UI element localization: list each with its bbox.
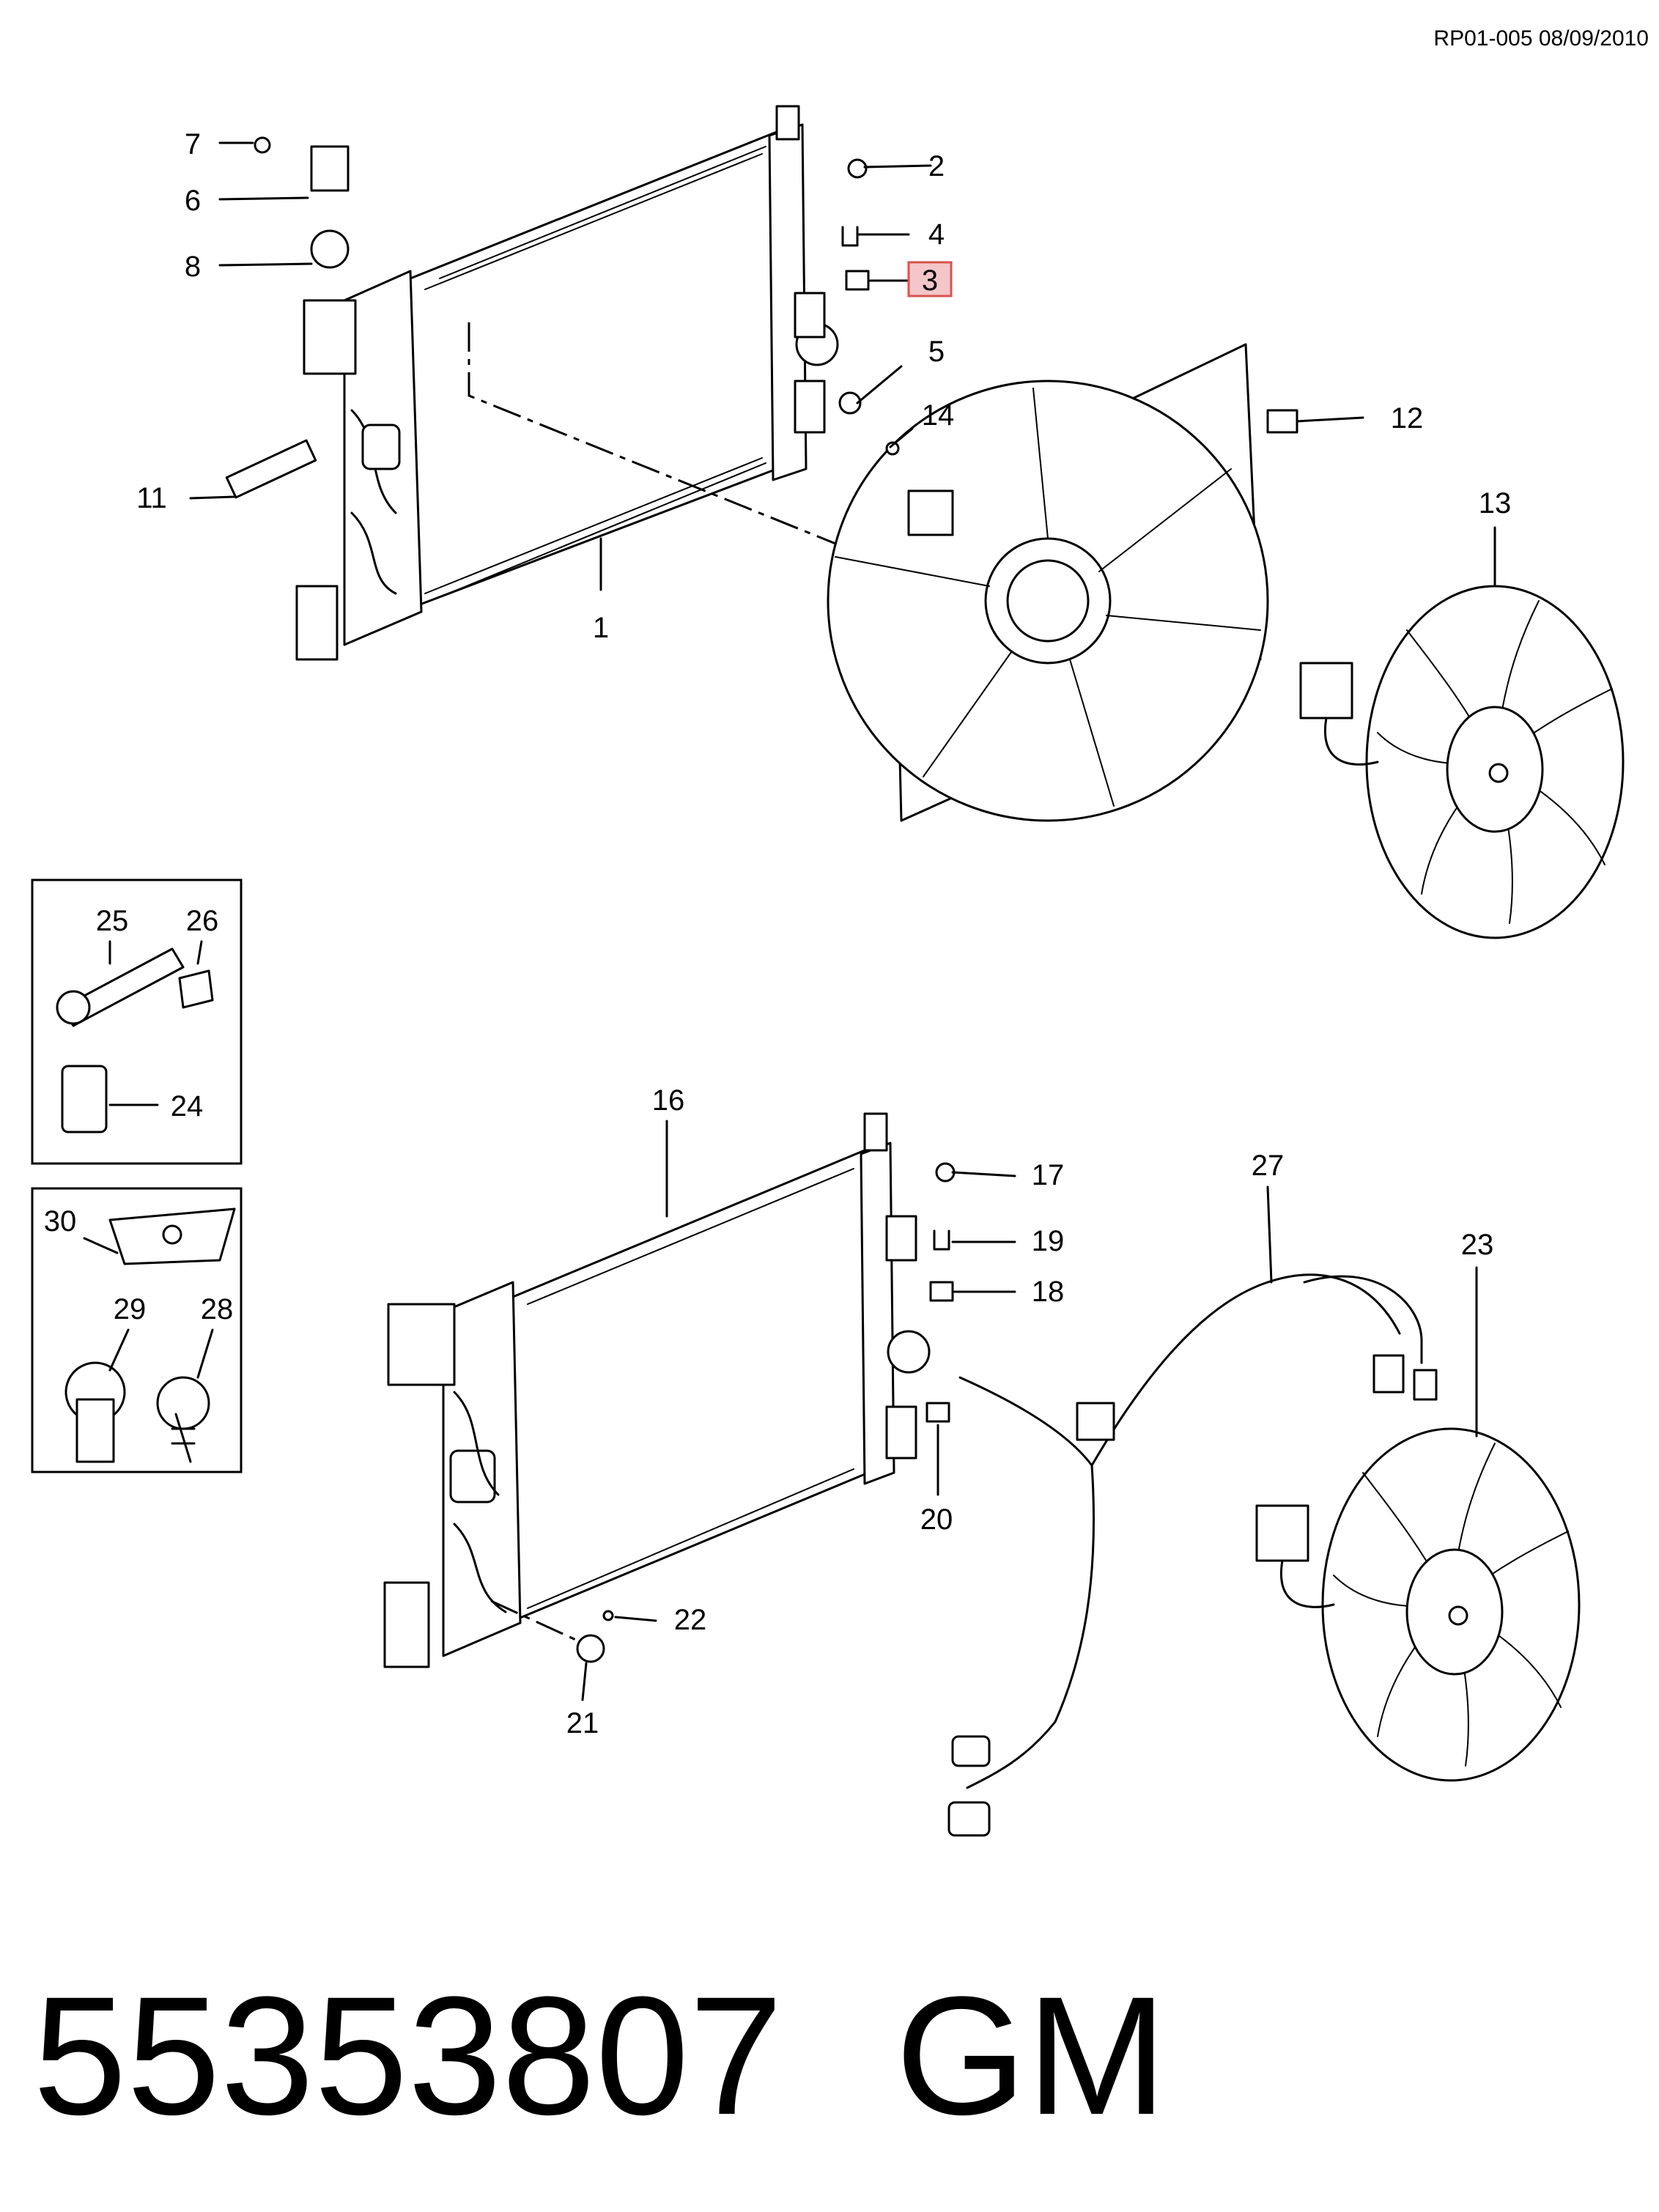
callout-1: 1 bbox=[593, 612, 609, 644]
sensor-20 bbox=[925, 1402, 950, 1423]
wiring-harness bbox=[947, 1273, 1438, 1837]
callout-26: 26 bbox=[186, 905, 219, 937]
clip-4 bbox=[841, 226, 859, 247]
bracket-11 bbox=[225, 439, 317, 499]
callout-24: 24 bbox=[171, 1090, 204, 1122]
callout-29: 29 bbox=[114, 1293, 147, 1325]
valve-18 bbox=[929, 1281, 954, 1302]
valve-3 bbox=[845, 270, 870, 291]
clip-19 bbox=[933, 1229, 950, 1251]
inset-box-fasteners-b: 30 29 28 bbox=[31, 1187, 243, 1473]
callout-18: 18 bbox=[1032, 1276, 1065, 1308]
nut-21 bbox=[576, 1634, 605, 1663]
inset-box-fasteners-a: 25 26 24 bbox=[31, 878, 243, 1165]
callout-17: 17 bbox=[1032, 1159, 1065, 1191]
clip-22 bbox=[602, 1610, 614, 1621]
bolt-7 bbox=[254, 136, 271, 154]
callout-14: 14 bbox=[922, 399, 955, 432]
callout-20: 20 bbox=[920, 1503, 953, 1536]
callout-23: 23 bbox=[1461, 1229, 1494, 1261]
callout-5: 5 bbox=[928, 336, 945, 368]
callout-16: 16 bbox=[652, 1084, 685, 1117]
callout-22: 22 bbox=[674, 1604, 707, 1636]
callout-4: 4 bbox=[928, 218, 945, 251]
callout-3: 3 bbox=[922, 265, 938, 297]
bracket-6 bbox=[310, 145, 350, 192]
callout-27: 27 bbox=[1252, 1150, 1285, 1182]
callout-7: 7 bbox=[185, 128, 201, 160]
callout-6: 6 bbox=[185, 185, 201, 217]
highlighted-callout-box bbox=[907, 261, 953, 297]
callout-25: 25 bbox=[96, 905, 129, 937]
callout-11: 11 bbox=[136, 482, 167, 514]
brand-name: GM bbox=[895, 1961, 1167, 2150]
radiator-top bbox=[225, 105, 870, 661]
insulator-8 bbox=[310, 229, 350, 269]
callout-2: 2 bbox=[928, 150, 945, 182]
radiator-bottom bbox=[383, 1112, 956, 1668]
bolt-2 bbox=[847, 158, 868, 179]
fan-bottom bbox=[1255, 1427, 1581, 1782]
callout-8: 8 bbox=[185, 251, 201, 283]
fan-shroud bbox=[827, 343, 1298, 822]
callout-21: 21 bbox=[566, 1707, 599, 1739]
diagram-reference: RP01-005 08/09/2010 bbox=[1433, 26, 1649, 51]
callout-30: 30 bbox=[44, 1205, 77, 1238]
plug-5 bbox=[838, 391, 862, 415]
callout-19: 19 bbox=[1032, 1225, 1065, 1257]
screw-14 bbox=[885, 441, 900, 456]
leaders-bottom bbox=[581, 1120, 1478, 1701]
callout-28: 28 bbox=[201, 1293, 234, 1325]
part-number: 55353807 bbox=[33, 1961, 783, 2150]
callout-12: 12 bbox=[1391, 402, 1424, 434]
callout-13: 13 bbox=[1479, 487, 1512, 519]
fan-top bbox=[1299, 585, 1625, 939]
bolt-17 bbox=[935, 1162, 956, 1183]
leaders-top bbox=[189, 141, 1496, 591]
